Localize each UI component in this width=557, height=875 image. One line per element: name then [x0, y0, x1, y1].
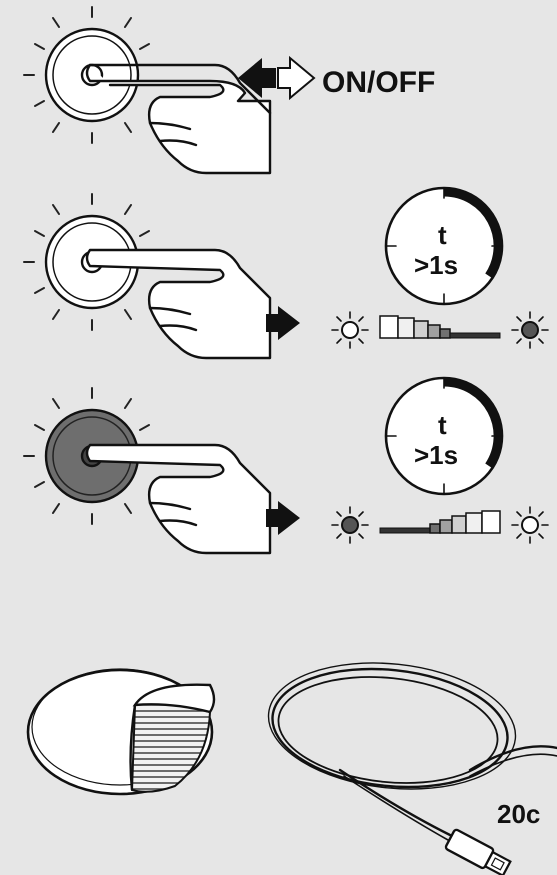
lamp-icon-dark [332, 507, 368, 543]
dimming-scale-up [380, 511, 500, 533]
hand-icon [87, 445, 270, 553]
on-off-label: ON/OFF [322, 66, 435, 99]
hand-icon [87, 250, 270, 358]
adhesive-pad-icon [28, 669, 214, 794]
lamp-icon-bright [512, 507, 548, 543]
step-on-off: ON/OFF [24, 7, 435, 173]
usb-cable-icon [262, 651, 557, 875]
step-dim-up: t >1s [24, 378, 548, 553]
timer-symbol: t [438, 410, 447, 440]
timer-symbol: t [438, 220, 447, 250]
dimming-scale-down [380, 316, 500, 338]
timer-icon: t >1s [386, 188, 502, 304]
timer-icon: t >1s [386, 378, 502, 494]
step-dim-down: t >1s [24, 188, 548, 358]
cable-length-label: 20c [497, 799, 540, 829]
timer-condition: >1s [414, 250, 458, 280]
lamp-icon-dark [512, 312, 548, 348]
lamp-icon-bright [332, 312, 368, 348]
timer-condition: >1s [414, 440, 458, 470]
